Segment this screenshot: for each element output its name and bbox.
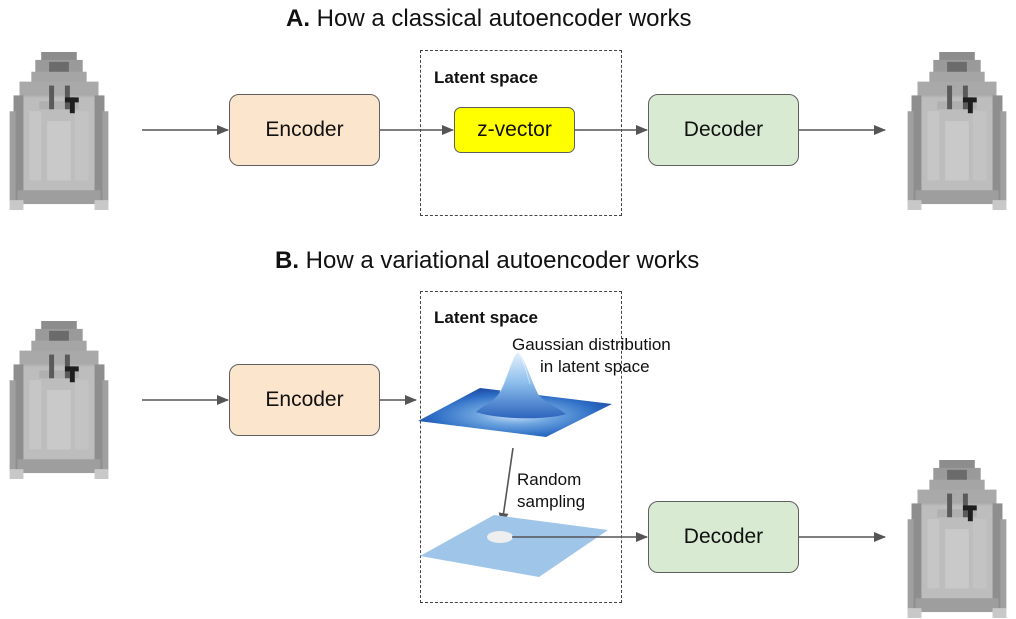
section-b-title: How a variational autoencoder works (305, 247, 700, 274)
encoder-label-b: Encoder (265, 388, 344, 411)
decoder-box-a: Decoder (648, 94, 799, 166)
encoder-box-a: Encoder (229, 94, 380, 166)
arrow-random-sampling (498, 447, 514, 525)
section-a-prefix: A. (286, 5, 310, 32)
gaussian-note-line2: in latent space (540, 357, 650, 376)
latent-space-box-b (420, 291, 622, 603)
section-b-heading: B. How a variational autoencoder works (275, 247, 699, 275)
section-b-prefix: B. (275, 247, 299, 274)
decoder-label-b: Decoder (683, 525, 764, 548)
section-a-title: How a classical autoencoder works (316, 5, 692, 32)
random-sampling-note: Random sampling (517, 469, 585, 513)
sampling-note-line2: sampling (517, 492, 586, 511)
gaussian-surface (418, 351, 612, 437)
input-image-a (9, 52, 109, 210)
latent-space-label-a: Latent space (434, 68, 538, 87)
encoder-box-b: Encoder (229, 364, 380, 436)
z-vector-label: z-vector (477, 118, 552, 141)
input-image-b (9, 321, 109, 479)
z-vector-box: z-vector (454, 107, 575, 153)
sampling-note-line1: Random (517, 470, 582, 489)
sampling-plane (420, 515, 608, 577)
encoder-label-a: Encoder (265, 118, 344, 141)
decoder-box-b: Decoder (648, 501, 799, 573)
latent-space-box-a (420, 50, 622, 216)
output-image-a (907, 52, 1007, 210)
latent-space-label-b: Latent space (434, 308, 538, 327)
gaussian-note-line1: Gaussian distribution (512, 335, 671, 354)
decoder-label-a: Decoder (683, 118, 764, 141)
sampled-point (487, 531, 513, 543)
output-image-b (907, 460, 1007, 618)
section-a-heading: A. How a classical autoencoder works (286, 5, 692, 33)
gaussian-distribution-note: Gaussian distribution in latent space (512, 334, 671, 378)
